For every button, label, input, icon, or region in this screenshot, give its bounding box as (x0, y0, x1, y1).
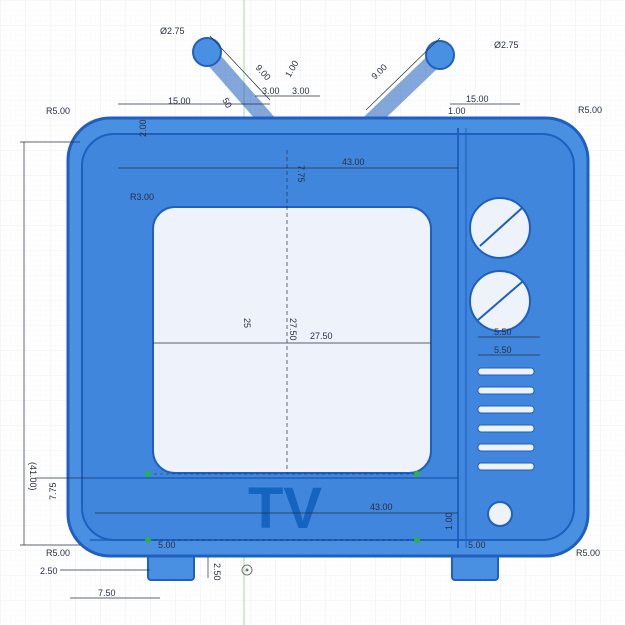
speaker-grille (477, 367, 535, 471)
dim-leg-width[interactable]: 5.00 (158, 540, 176, 550)
dim-gap-3[interactable]: 3.00 (262, 86, 280, 96)
origin-point[interactable] (241, 564, 253, 576)
tv-logo-text: TV (248, 476, 322, 541)
dim-screen-height[interactable]: 25 (242, 318, 252, 328)
speaker-slot (477, 405, 535, 414)
speaker-slot (477, 424, 535, 433)
dim-bottom-inset[interactable]: 7.75 (48, 482, 58, 500)
dim-top-inset[interactable]: 7.75 (296, 165, 306, 183)
dim-leg-height[interactable]: 2.50 (212, 563, 222, 581)
antenna-left[interactable] (192, 37, 278, 132)
dim-corner-radius-tl[interactable]: R5.00 (46, 106, 70, 116)
dim-corner-radius-br[interactable]: R5.00 (576, 548, 600, 558)
dim-top-right-gap[interactable]: 1.00 (448, 106, 466, 116)
knob-top-indicator (479, 207, 523, 247)
dim-screen-width[interactable]: 27.50 (310, 331, 333, 341)
dim-leg-offset[interactable]: 2.50 (40, 566, 58, 576)
button-small[interactable] (487, 501, 513, 527)
dim-antenna-diameter-left[interactable]: Ø2.75 (160, 26, 185, 36)
dim-inner-width-top[interactable]: 43.00 (342, 157, 365, 167)
dim-antenna-diameter-right[interactable]: Ø2.75 (494, 40, 519, 50)
dim-overall-height[interactable]: (41.00) (28, 462, 38, 491)
sketch-point[interactable] (145, 537, 151, 543)
antenna-right-ball[interactable] (425, 40, 455, 70)
dim-screen-radius[interactable]: R3.00 (130, 192, 154, 202)
tv-screen[interactable] (152, 206, 432, 474)
sketch-point[interactable] (145, 471, 151, 477)
dim-knob-spacing-b[interactable]: 5.50 (494, 345, 512, 355)
sketch-point[interactable] (414, 471, 420, 477)
speaker-slot (477, 386, 535, 395)
sketch-point[interactable] (414, 537, 420, 543)
dim-gap-3b[interactable]: 3.00 (292, 86, 310, 96)
dimension-lines (20, 35, 540, 599)
dim-corner-radius-bl[interactable]: R5.00 (46, 548, 70, 558)
dim-corner-radius-tr[interactable]: R5.00 (578, 105, 602, 115)
dim-leg-width-right[interactable]: 5.00 (468, 540, 486, 550)
dim-bottom-gap[interactable]: 1.00 (444, 512, 454, 530)
origin-point-center (245, 568, 249, 572)
dim-leg-inset[interactable]: 7.50 (98, 588, 116, 598)
dim-wall-thickness[interactable]: 2.00 (138, 119, 148, 137)
antenna-right[interactable] (360, 40, 455, 132)
speaker-slot (477, 367, 535, 376)
dim-screen-height-b[interactable]: 27.50 (288, 318, 298, 341)
speaker-slot (477, 462, 535, 471)
dim-antenna-angle[interactable]: 50 (220, 96, 234, 110)
dim-knob-spacing-a[interactable]: 5.50 (494, 327, 512, 337)
dim-inner-width-bottom[interactable]: 43.00 (370, 502, 393, 512)
antenna-left-ball[interactable] (192, 37, 222, 67)
knob-bottom-indicator (477, 281, 523, 321)
speaker-slot (477, 443, 535, 452)
dim-top-left-offset[interactable]: 15.00 (168, 96, 191, 106)
dim-top-right-offset[interactable]: 15.00 (466, 94, 489, 104)
